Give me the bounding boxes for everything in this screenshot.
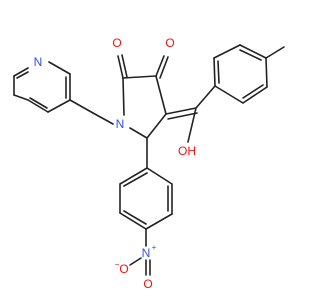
nitrophenyl-ring [119,137,173,230]
charge-nitro-plus: + [152,243,157,252]
nitro-bonds [129,228,151,276]
atom-label-n-pyridine: N [34,55,43,69]
molecule-structure: N N O O OH N + O − O [13,36,285,291]
atom-label-n-nitro: N [142,246,151,260]
atom-label-o-ketone-3: O [165,36,174,50]
tolyl-ring [213,44,285,104]
atom-label-o-ketone-2: O [112,36,121,50]
enol-bonds [165,85,216,143]
pyridine-ring [13,61,71,113]
bonds [13,44,285,276]
atom-label-n-lactam: N [116,117,125,131]
charge-oxygen-minus: − [115,260,120,269]
methylene-linker [69,99,114,125]
ketone-bonds [117,54,169,79]
pyrrolidine-ring [122,75,167,139]
atom-labels: N N O O OH N + O − O [34,36,196,291]
atom-label-o-nitro-minus: O [119,262,128,276]
atom-label-hydroxyl: OH [178,144,196,158]
atom-label-o-nitro-double: O [143,277,152,291]
